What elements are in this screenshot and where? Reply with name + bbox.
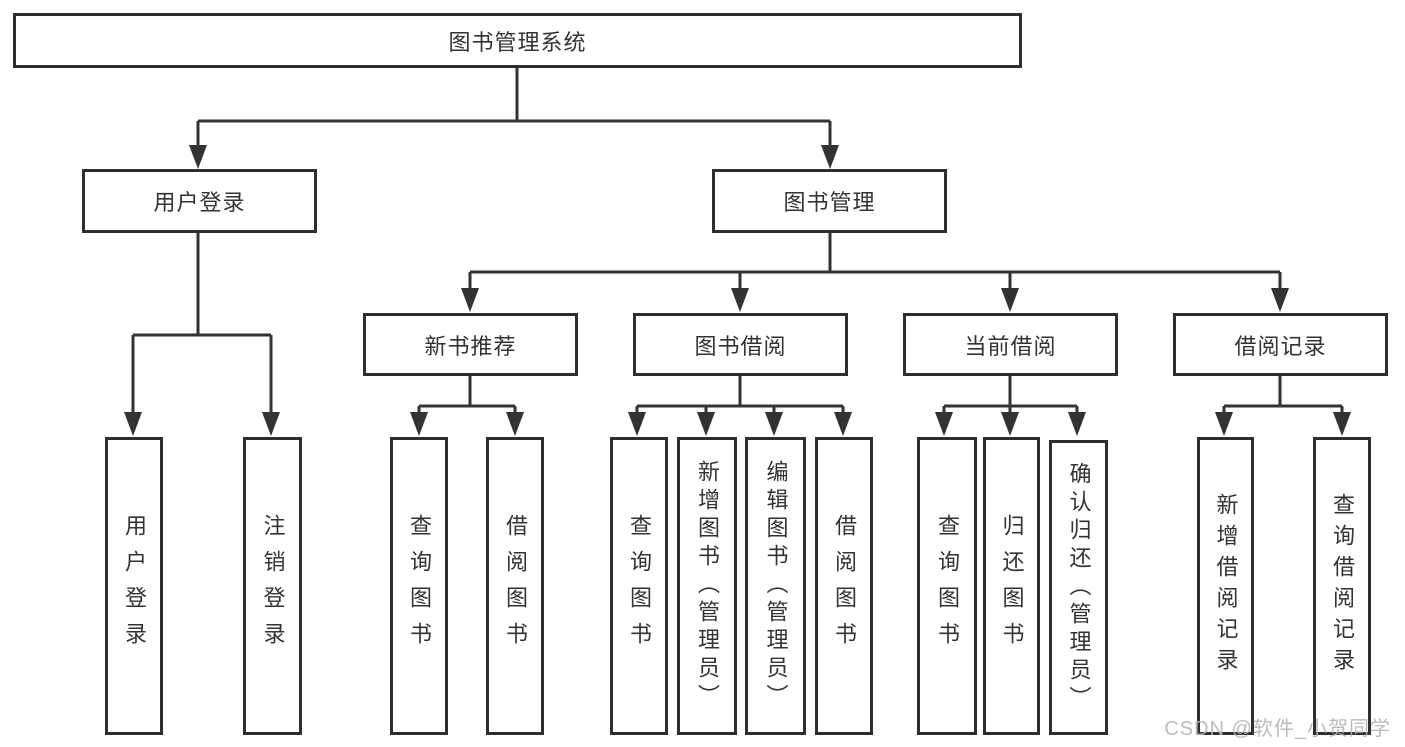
leaf-borrow-books: 借阅图书 bbox=[815, 437, 873, 735]
leaf-label: 新增图书（管理员） bbox=[695, 460, 720, 712]
node-label: 图书管理 bbox=[783, 190, 876, 215]
node-user-login: 用户登录 bbox=[82, 169, 317, 233]
leaf-label: 归还图书 bbox=[999, 514, 1025, 658]
leaf-label: 用户登录 bbox=[122, 514, 147, 658]
csdn-watermark: CSDN @软件_小贺同学 bbox=[1164, 718, 1391, 740]
node-label: 借阅记录 bbox=[1234, 333, 1327, 359]
node-book-borrowing: 图书借阅 bbox=[633, 313, 848, 376]
node-label: 新书推荐 bbox=[424, 333, 517, 359]
node-label: 用户登录 bbox=[153, 190, 246, 215]
node-new-book-recommendation: 新书推荐 bbox=[363, 313, 578, 376]
leaf-borrow-books-recommend: 借阅图书 bbox=[486, 437, 544, 735]
leaf-query-books-borrow: 查询图书 bbox=[610, 437, 668, 735]
leaf-query-borrow-record: 查询借阅记录 bbox=[1313, 437, 1371, 735]
leaf-edit-book-admin: 编辑图书（管理员） bbox=[745, 437, 806, 735]
leaf-user-login: 用户登录 bbox=[105, 437, 163, 735]
node-current-borrowing: 当前借阅 bbox=[903, 313, 1118, 376]
leaf-confirm-return-admin: 确认归还（管理员） bbox=[1049, 440, 1108, 735]
leaf-label: 查询图书 bbox=[627, 514, 652, 658]
leaf-label: 借阅图书 bbox=[503, 514, 528, 658]
node-library-management-system: 图书管理系统 bbox=[13, 13, 1022, 68]
leaf-label: 查询图书 bbox=[935, 514, 960, 658]
leaf-label: 查询图书 bbox=[407, 514, 432, 658]
node-book-management: 图书管理 bbox=[712, 169, 947, 233]
leaf-return-book: 归还图书 bbox=[983, 437, 1040, 735]
leaf-label: 确认归还（管理员） bbox=[1066, 461, 1092, 714]
node-label: 图书借阅 bbox=[694, 333, 787, 359]
node-borrowing-records: 借阅记录 bbox=[1173, 313, 1388, 376]
leaf-label: 注销登录 bbox=[260, 514, 286, 658]
leaf-query-books-current: 查询图书 bbox=[917, 437, 977, 735]
leaf-logout: 注销登录 bbox=[243, 437, 302, 735]
node-label: 图书管理系统 bbox=[448, 29, 587, 55]
leaf-add-book-admin: 新增图书（管理员） bbox=[677, 437, 737, 735]
leaf-add-borrow-record: 新增借阅记录 bbox=[1197, 437, 1254, 735]
leaf-label: 借阅图书 bbox=[832, 514, 857, 658]
leaf-label: 查询借阅记录 bbox=[1330, 493, 1355, 679]
leaf-label: 新增借阅记录 bbox=[1213, 493, 1239, 679]
leaf-label: 编辑图书（管理员） bbox=[763, 460, 789, 712]
node-label: 当前借阅 bbox=[964, 333, 1057, 359]
leaf-query-books-recommend: 查询图书 bbox=[390, 437, 448, 735]
